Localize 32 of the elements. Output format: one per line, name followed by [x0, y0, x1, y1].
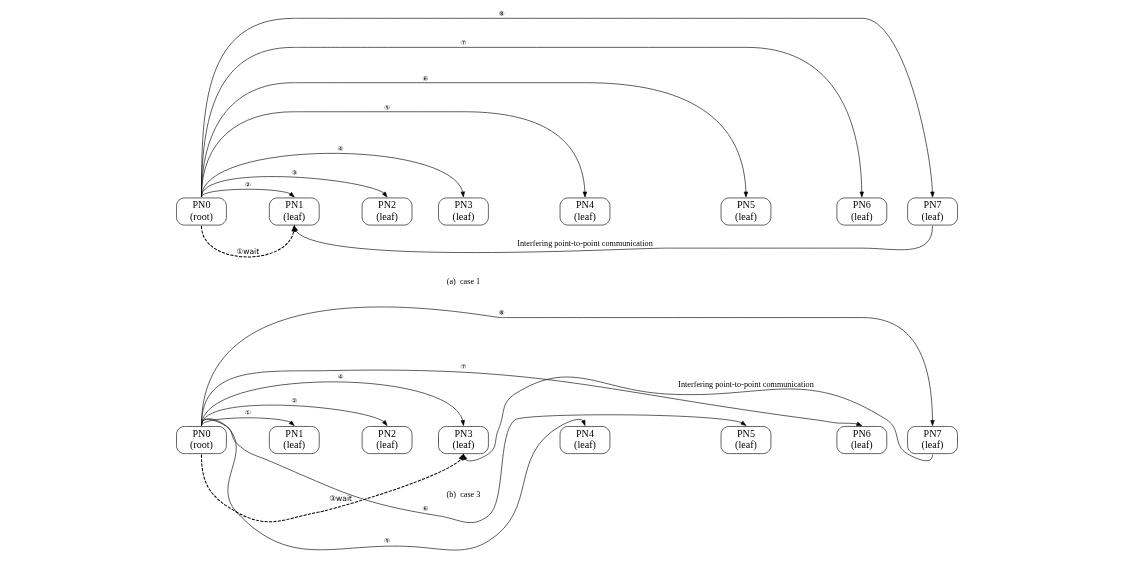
node-box: PN1 (leaf) — [268, 197, 319, 226]
node-box: PN0 (root) — [175, 197, 227, 226]
node-box: PN2 (leaf) — [361, 426, 412, 454]
node-box: PN6 (leaf) — [836, 426, 887, 454]
node-box: PN1 (leaf) — [268, 426, 319, 454]
node-box: PN5 (leaf) — [720, 426, 771, 454]
node-box: PN2 (leaf) — [361, 197, 412, 226]
arrow — [200, 418, 585, 551]
arrow — [200, 153, 465, 198]
node-box: PN7 (leaf) — [906, 197, 958, 226]
node-box: PN3 (leaf) — [437, 197, 489, 226]
node-box: PN4 (leaf) — [559, 426, 610, 454]
node-box: PN7 (leaf) — [906, 426, 958, 454]
arrow — [200, 381, 465, 426]
arrow — [200, 188, 295, 198]
arrow — [293, 225, 933, 253]
arrow — [200, 47, 864, 198]
arrow — [200, 82, 748, 198]
arrow — [200, 453, 464, 523]
node-box: PN6 (leaf) — [836, 197, 887, 226]
node-box: PN0 (root) — [175, 426, 227, 454]
arrow — [200, 111, 587, 198]
arrow — [200, 404, 387, 426]
node-box: PN5 (leaf) — [720, 197, 771, 226]
arrow — [200, 18, 934, 198]
node-box: PN4 (leaf) — [559, 197, 610, 226]
arrow — [200, 306, 935, 426]
arrow — [200, 417, 295, 426]
arrow — [200, 414, 746, 523]
node-box: PN3 (leaf) — [437, 426, 489, 454]
arrow — [200, 369, 862, 426]
arrow — [200, 176, 387, 198]
